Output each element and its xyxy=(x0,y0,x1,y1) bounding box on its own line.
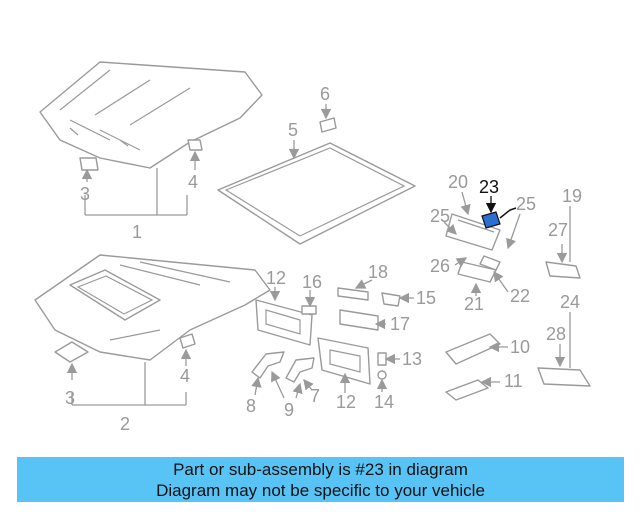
label-13: 13 xyxy=(402,349,422,369)
headliner-upper xyxy=(39,61,263,169)
clip-4-lower xyxy=(179,333,196,349)
label-28: 28 xyxy=(546,324,566,344)
label-11: 11 xyxy=(504,371,523,391)
label-19: 19 xyxy=(562,186,582,206)
label-1: 1 xyxy=(132,222,142,242)
clip-6 xyxy=(319,117,337,133)
label-18: 18 xyxy=(368,262,388,282)
bulb-23 xyxy=(481,207,517,229)
grab-handle-7 xyxy=(285,357,315,383)
label-5: 5 xyxy=(288,120,298,140)
label-4-upper: 4 xyxy=(188,172,198,192)
banner-line-part: Part or sub-assembly is #23 in diagram xyxy=(173,459,468,479)
label-14: 14 xyxy=(374,392,394,412)
label-12-upper: 12 xyxy=(266,268,286,288)
label-2: 2 xyxy=(120,414,130,434)
lamp-28 xyxy=(537,367,591,387)
label-20: 20 xyxy=(448,172,468,192)
clip-16 xyxy=(301,305,317,315)
label-8: 8 xyxy=(246,396,256,416)
label-23: 23 xyxy=(479,177,499,197)
label-3-lower: 3 xyxy=(65,388,75,408)
label-16: 16 xyxy=(302,272,322,292)
hook-15 xyxy=(381,292,401,307)
label-3-upper: 3 xyxy=(80,184,90,204)
label-17: 17 xyxy=(390,314,410,334)
clip-3-upper xyxy=(79,157,99,171)
cover-3-lower xyxy=(54,341,89,363)
label-6: 6 xyxy=(320,84,330,104)
screw-14 xyxy=(377,370,387,380)
parts-diagram: 1 3 4 5 6 2 3 4 12 16 18 15 17 13 14 12 … xyxy=(34,61,591,434)
bracket-11 xyxy=(445,379,489,401)
label-4-lower: 4 xyxy=(180,366,190,386)
sun-visor-upper xyxy=(255,299,313,346)
label-25-right: 25 xyxy=(516,194,536,214)
callout-labels: 1 3 4 5 6 2 3 4 12 16 18 15 17 13 14 12 … xyxy=(65,84,582,434)
label-12-lower: 12 xyxy=(336,392,356,412)
sun-visor-lower xyxy=(317,337,371,385)
lens-21 xyxy=(457,261,497,283)
clip-13 xyxy=(377,352,387,366)
label-9: 9 xyxy=(284,400,294,420)
headliner-lower xyxy=(34,254,271,361)
label-22: 22 xyxy=(510,286,530,306)
label-25-left: 25 xyxy=(430,206,450,226)
clip-4-upper xyxy=(187,139,203,151)
lamp-10 xyxy=(445,333,501,365)
grab-handle-8 xyxy=(251,351,285,379)
label-27: 27 xyxy=(548,220,568,240)
lamp-27 xyxy=(545,261,581,279)
label-15: 15 xyxy=(416,288,436,308)
label-10: 10 xyxy=(510,337,530,357)
bracket-22 xyxy=(479,255,501,271)
leader-lines xyxy=(66,104,571,406)
mirror-18 xyxy=(337,287,369,301)
mirror-17 xyxy=(339,309,379,331)
label-7: 7 xyxy=(310,386,320,406)
label-21: 21 xyxy=(464,294,484,314)
label-26: 26 xyxy=(430,256,450,276)
banner-line-disclaimer: Diagram may not be specific to your vehi… xyxy=(156,480,485,500)
sunroof-panel xyxy=(217,142,416,245)
part-info-banner: Part or sub-assembly is #23 in diagram D… xyxy=(17,457,624,502)
label-24: 24 xyxy=(560,292,580,312)
